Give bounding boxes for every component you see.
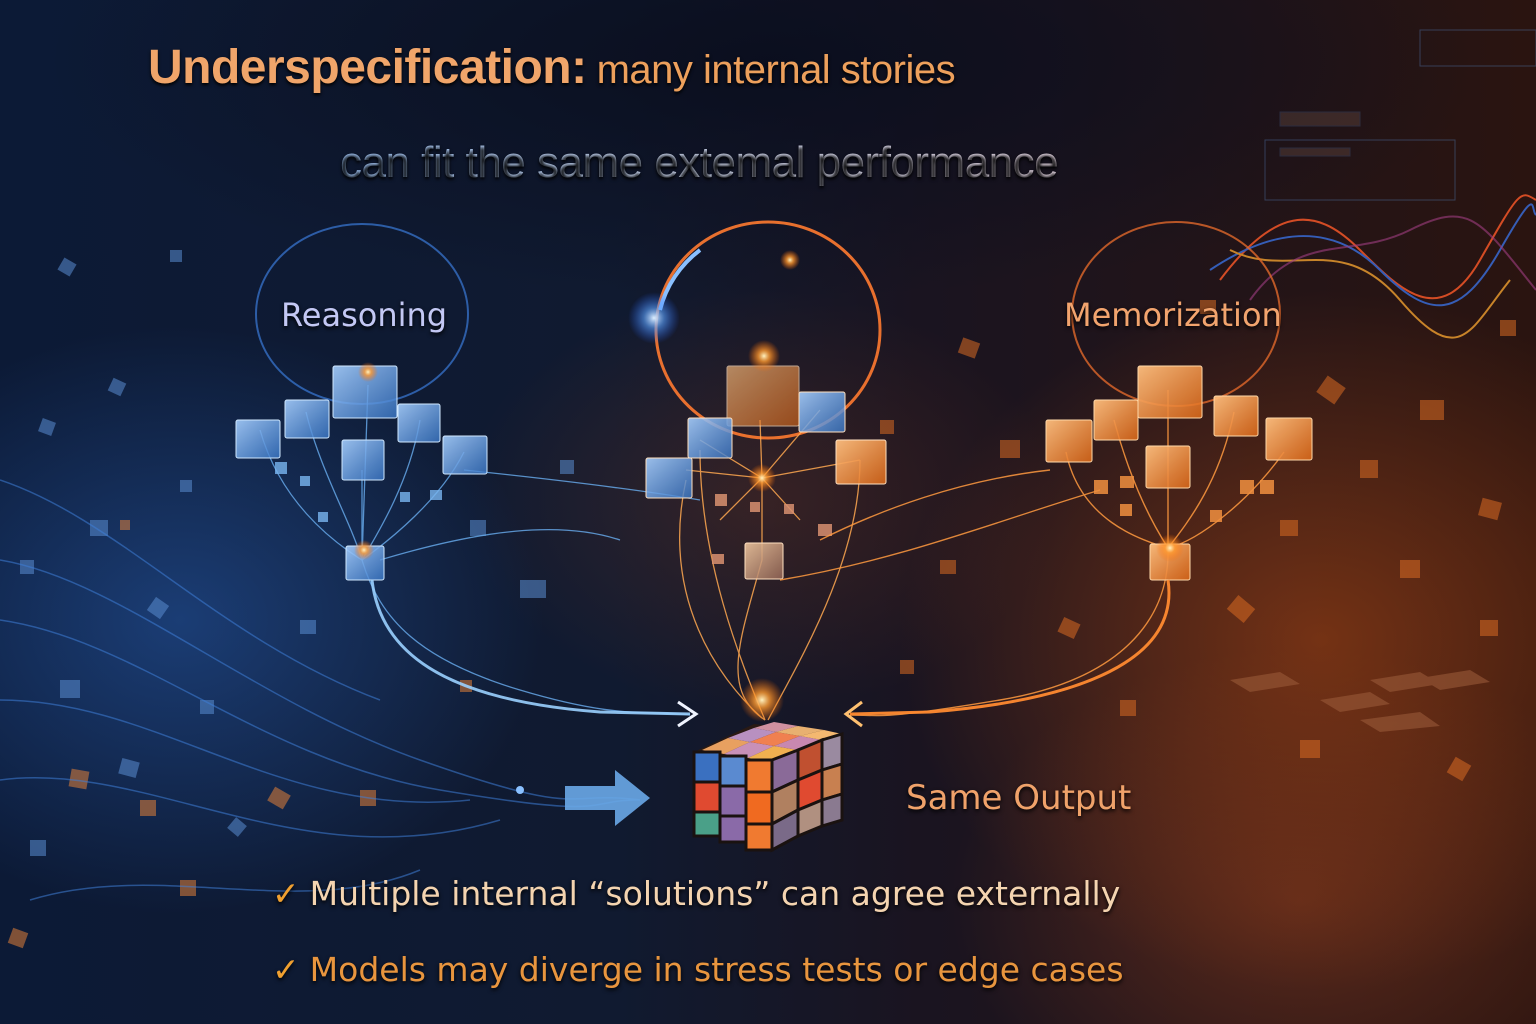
input-arrow-icon xyxy=(516,770,650,826)
title-line1-rest: many internal stories xyxy=(596,48,956,92)
center-network xyxy=(645,340,887,722)
reasoning-network xyxy=(235,362,701,716)
reasoning-label: Reasoning xyxy=(281,296,448,334)
waveform-lines xyxy=(1209,194,1536,339)
particle-field xyxy=(7,250,1516,949)
checkmark-icon: ✓ xyxy=(272,950,300,989)
same-output-label: Same Output xyxy=(906,778,1132,818)
floating-plates xyxy=(1230,670,1490,732)
hud-panels xyxy=(1264,29,1536,201)
page-title: Underspecification:many internal stories xyxy=(148,40,956,95)
title-emphasis: Underspecification: xyxy=(148,41,587,94)
rubiks-cube-icon xyxy=(692,722,844,853)
bullet-text: Models may diverge in stress tests or ed… xyxy=(309,950,1124,989)
bullet-text: Multiple internal “solutions” can agree … xyxy=(309,874,1121,913)
bullet-item: ✓Multiple internal “solutions” can agree… xyxy=(272,874,1120,913)
bullet-item: ✓Models may diverge in stress tests or e… xyxy=(272,950,1124,989)
flow-lines-blue xyxy=(0,479,641,901)
arrows-into-output xyxy=(370,579,1171,728)
memorization-network xyxy=(779,365,1313,717)
page-subtitle: can fit the same extemal performance xyxy=(340,138,1059,187)
checkmark-icon: ✓ xyxy=(272,874,300,913)
memorization-label: Memorization xyxy=(1064,296,1282,334)
